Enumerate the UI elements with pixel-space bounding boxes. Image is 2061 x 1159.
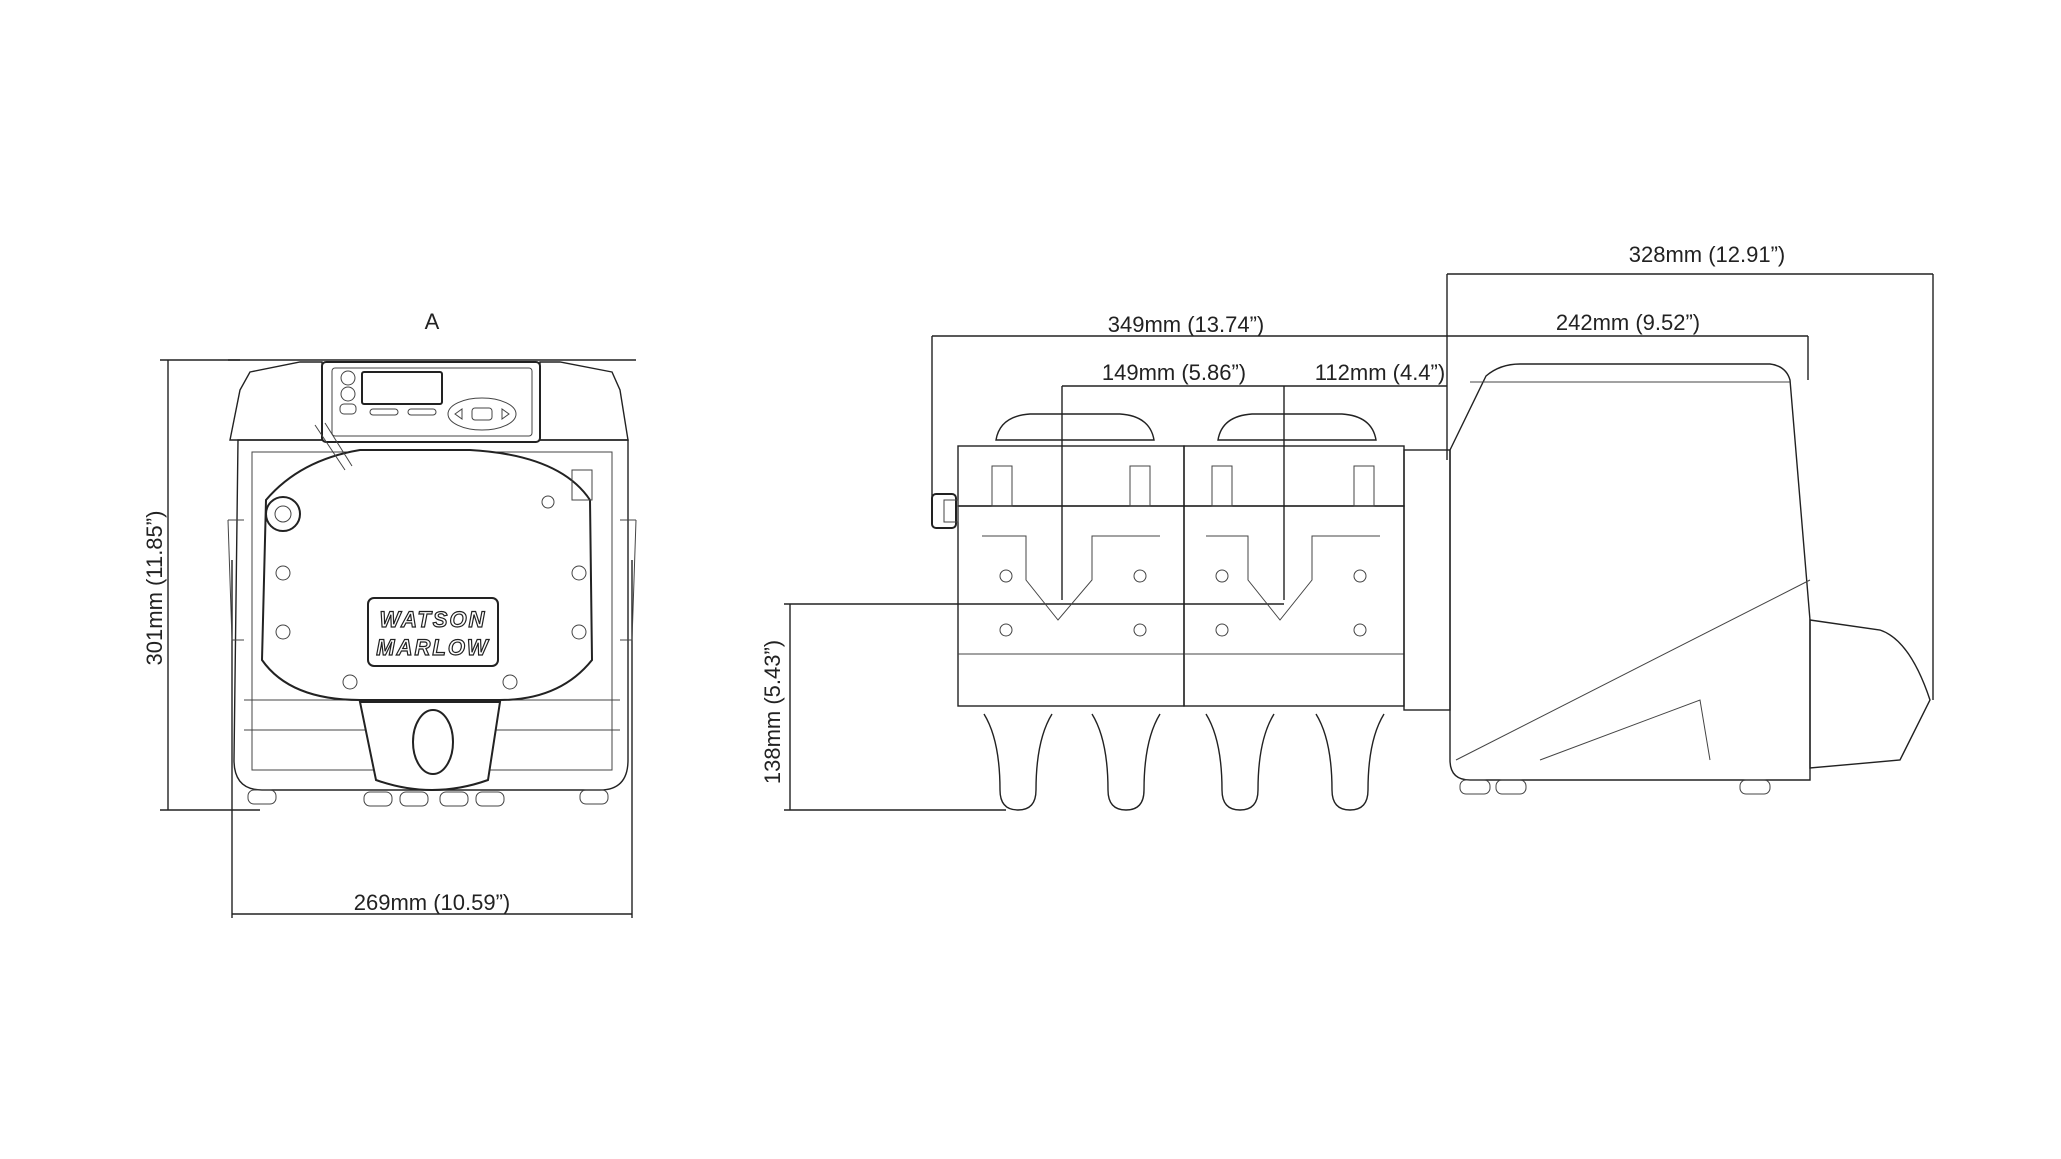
pumphead-cover — [260, 449, 594, 701]
pumphead-1 — [957, 413, 1185, 811]
head-offset-dim: 112mm (4.4”) — [1315, 360, 1445, 385]
overall-depth-dim: 328mm (12.91”) — [1629, 242, 1786, 267]
front-view: A 301mm (11.85”) 269mm (10.59”) — [142, 309, 637, 918]
logo-watson: WATSON — [380, 607, 487, 632]
panel-button-left — [339, 403, 357, 415]
front-label-a: A — [425, 309, 440, 334]
panel-nav-pad — [447, 397, 517, 431]
panel-softkey-1 — [369, 408, 399, 416]
head-spacing-dim: 149mm (5.86”) — [1102, 360, 1246, 385]
logo-marlow: MARLOW — [376, 635, 490, 660]
panel-softkey-2 — [407, 408, 437, 416]
hinge-knob — [265, 496, 301, 532]
drive-front-cap — [1809, 619, 1931, 769]
panel-button-up — [340, 370, 356, 386]
tube-height-dim: 138mm (5.43”) — [760, 640, 785, 784]
overall-length-dim: 349mm (13.74”) — [1108, 312, 1265, 337]
side-view: 328mm (12.91”) 349mm (13.74”) 242mm (9.5… — [760, 242, 1934, 811]
front-width-dim: 269mm (10.59”) — [354, 890, 511, 915]
front-height-dim: 301mm (11.85”) — [142, 511, 167, 666]
pumphead-2 — [1183, 413, 1405, 811]
panel-button-down — [340, 386, 356, 402]
brand-logo-frame — [367, 597, 499, 667]
drive-body — [1449, 363, 1811, 781]
drive-depth-dim: 242mm (9.52”) — [1556, 310, 1700, 335]
front-display — [361, 371, 443, 405]
